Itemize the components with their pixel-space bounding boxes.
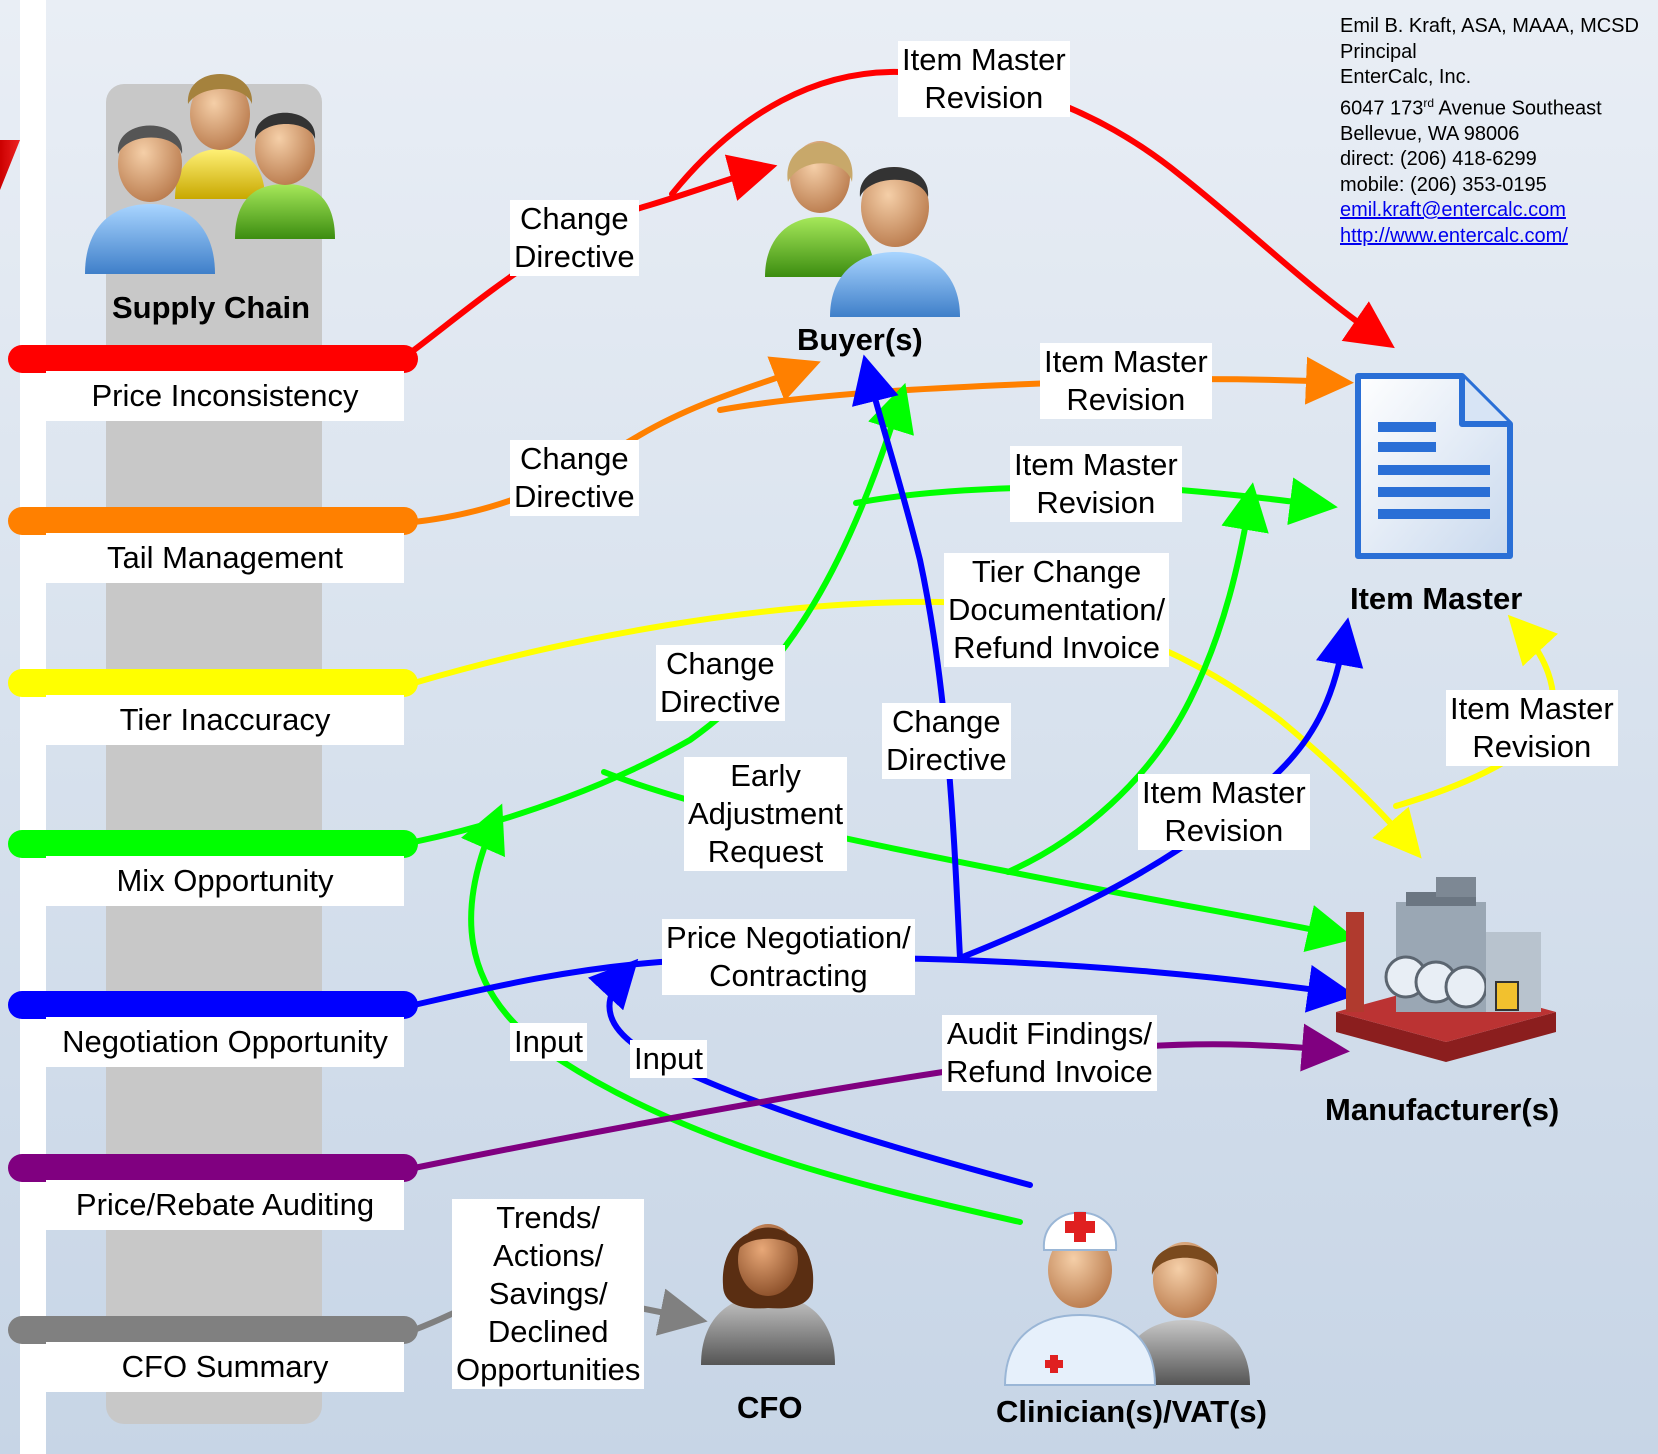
contact-website-link[interactable]: http://www.entercalc.com/ [1340, 224, 1568, 247]
cfo-title: CFO [737, 1390, 803, 1425]
item-master-document-icon [1355, 373, 1513, 559]
label-blue-input: Input [630, 1040, 707, 1078]
category-label-negotiation-opportunity: Negotiation Opportunity [46, 1017, 404, 1067]
category-label-cfo-summary: CFO Summary [46, 1342, 404, 1392]
contact-name: Emil B. Kraft, ASA, MAAA, MCSD [1340, 15, 1639, 37]
supply-chain-people-icon [85, 74, 335, 274]
arrow-orange-to-buyers [411, 356, 821, 525]
left-border [20, 0, 46, 1454]
cfo-person-icon [701, 1224, 835, 1365]
contact-title: Principal [1340, 40, 1417, 63]
label-price-negotiation: Price Negotiation/Contracting [662, 919, 915, 995]
bar-tier-inaccuracy [8, 669, 418, 697]
contact-address: 6047 173rd Avenue Southeast [1340, 95, 1602, 120]
arrow-blue-to-manufacturers [957, 957, 1356, 1013]
arrow-green-input-from-clinicians [460, 803, 1023, 1225]
buyers-title: Buyer(s) [797, 322, 923, 357]
arrow-green-to-item-master-bottom [1005, 482, 1269, 875]
arrow-purple-to-manufacturers [411, 1023, 1350, 1171]
arrow-blue-input-from-clinicians [588, 958, 1033, 1188]
label-audit-findings: Audit Findings/Refund Invoice [942, 1015, 1157, 1091]
bar-price-rebate-auditing [8, 1154, 418, 1182]
arrow-blue-to-buyers [851, 354, 963, 961]
contact-block: Emil B. Kraft, ASA, MAAA, MCSD Principal… [1340, 14, 1639, 249]
clinicians-people-icon [1003, 1211, 1250, 1386]
category-label-mix-opportunity: Mix Opportunity [46, 856, 404, 906]
arrow-orange-to-item-master [717, 356, 1354, 413]
item-master-title: Item Master [1350, 581, 1523, 616]
bar-tail-management [8, 507, 418, 535]
arrow-green-to-buyers [411, 382, 914, 845]
supply-chain-title: Supply Chain [112, 290, 311, 325]
bar-cfo-summary [8, 1316, 418, 1344]
buyers-people-icon [765, 141, 960, 317]
bar-price-inconsistency [8, 345, 418, 373]
label-green-input: Input [510, 1023, 587, 1061]
contact-mobile-phone: mobile: (206) 353-0195 [1340, 173, 1547, 196]
category-label-tier-inaccuracy: Tier Inaccuracy [46, 695, 404, 745]
contact-direct-phone: direct: (206) 418-6299 [1340, 148, 1537, 171]
clinicians-title: Clinician(s)/VAT(s) [996, 1394, 1267, 1429]
manufacturers-title: Manufacturer(s) [1325, 1092, 1560, 1127]
category-label-price-inconsistency: Price Inconsistency [46, 371, 404, 421]
contact-city: Bellevue, WA 98006 [1340, 122, 1520, 145]
arrow-grey-to-cfo-head [637, 1288, 708, 1336]
category-label-price-rebate-auditing: Price/Rebate Auditing [46, 1180, 404, 1230]
category-label-tail-management: Tail Management [46, 533, 404, 583]
contact-company: EnterCalc, Inc. [1340, 66, 1472, 88]
contact-email-link[interactable]: emil.kraft@entercalc.com [1340, 199, 1566, 222]
bar-mix-opportunity [8, 830, 418, 858]
manufacturer-factory-icon [1336, 877, 1556, 1062]
bar-negotiation-opportunity [8, 991, 418, 1019]
